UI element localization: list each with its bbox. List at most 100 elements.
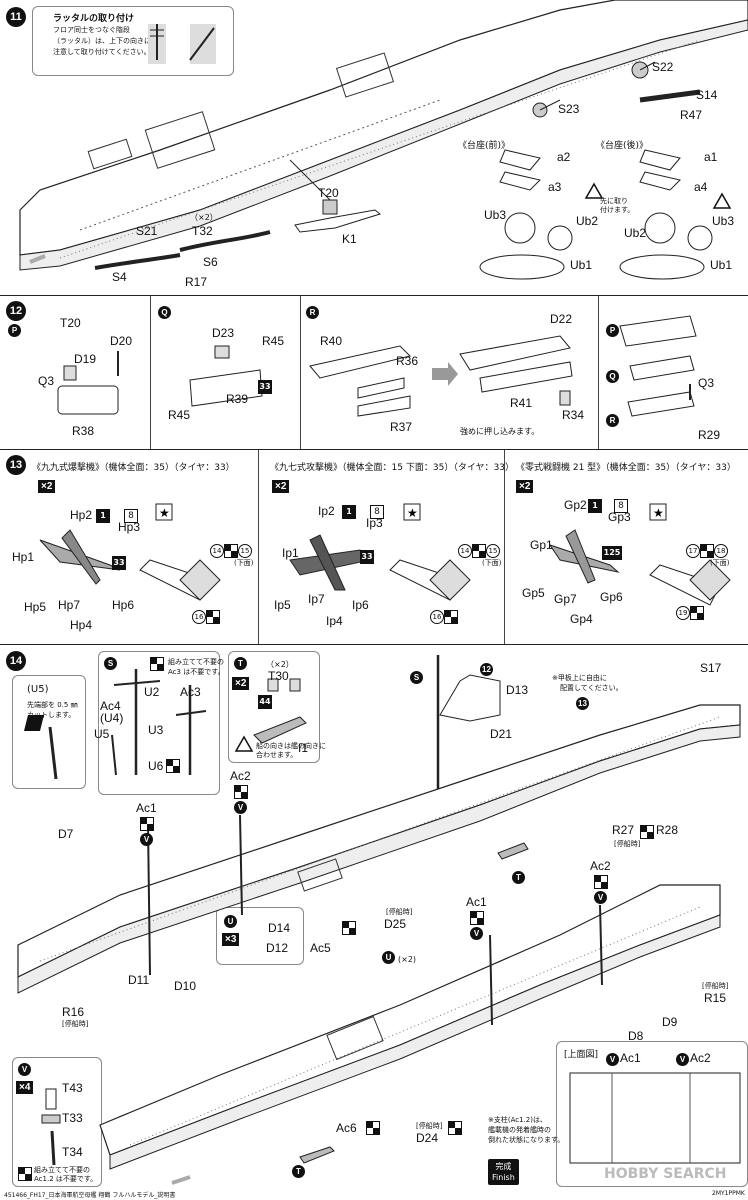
label-gp4: Gp4 bbox=[570, 612, 593, 626]
label-d19: D19 bbox=[74, 352, 97, 366]
deck-note-line1: ※甲板上に自由に bbox=[552, 674, 607, 682]
footer-left: 451466_FH17_日本海軍航空母艦 翔鶴 フルハルモデル_説明書 bbox=[4, 1192, 176, 1199]
label-r17: R17 bbox=[185, 275, 208, 289]
stop-note: [停船時] bbox=[614, 840, 641, 848]
label-ac6: Ac6 bbox=[336, 1121, 357, 1135]
ladder-note-line1: フロア同士をつなぐ階段 bbox=[53, 26, 130, 34]
marker-r: R bbox=[606, 414, 619, 427]
label-r28: R28 bbox=[656, 823, 679, 837]
label-r39: R39 bbox=[226, 392, 249, 406]
subassembly-t-marker: T bbox=[234, 657, 247, 670]
label-d11: D11 bbox=[128, 973, 150, 987]
stop-note: [停船時] bbox=[62, 1020, 89, 1028]
label-ip2: Ip2 bbox=[318, 504, 335, 518]
bow-note-line2: 合わせます。 bbox=[256, 751, 298, 759]
marker-s: S bbox=[410, 671, 423, 684]
label-d8: D8 bbox=[628, 1029, 644, 1043]
label-r41: R41 bbox=[510, 396, 533, 410]
label-d12: D12 bbox=[266, 941, 289, 955]
label-ip7: Ip7 bbox=[308, 592, 325, 606]
top-view-title: [上面図] bbox=[564, 1050, 599, 1060]
marker-v: V bbox=[676, 1053, 689, 1066]
step-number: 11 bbox=[6, 7, 26, 27]
marker-t: T bbox=[512, 871, 525, 884]
label-u4: (U4) bbox=[100, 711, 124, 725]
checker-icon bbox=[448, 1121, 462, 1135]
label-ub3-rear: Ub3 bbox=[712, 214, 735, 228]
label-ac4: Ac4 bbox=[100, 699, 121, 713]
label-d9: D9 bbox=[662, 1015, 678, 1029]
decal-19: 19 bbox=[676, 606, 690, 620]
label-u6: U6 bbox=[148, 759, 164, 773]
paint-33: 33 bbox=[360, 550, 374, 564]
u5-note-box: (U5) 先端部を 0.5 ㎜ カットします。 bbox=[12, 675, 86, 789]
decal-16: 16 bbox=[192, 610, 206, 624]
ladder-note-line2: （ラッタル）は、上下の向きに bbox=[53, 37, 151, 45]
label-t33: T33 bbox=[62, 1111, 83, 1125]
label-q3: Q3 bbox=[38, 374, 55, 388]
label-t43: T43 bbox=[62, 1081, 83, 1095]
checker-icon bbox=[594, 875, 608, 889]
aircraft-a-title: 《九九式爆撃機》（機体全面：35）（タイヤ：33） bbox=[32, 463, 235, 473]
u5-title: (U5) bbox=[27, 684, 49, 695]
divider bbox=[598, 296, 599, 449]
label-ub1: Ub1 bbox=[570, 258, 593, 272]
step-11-drawing bbox=[19, 0, 748, 280]
marker-q: Q bbox=[606, 370, 619, 383]
marker-v: V bbox=[594, 891, 607, 904]
label-a4: a4 bbox=[694, 180, 708, 194]
label-r37: R37 bbox=[390, 420, 413, 434]
deck-note-line2: 配置してください。 bbox=[560, 684, 623, 692]
checker-icon bbox=[18, 1167, 32, 1181]
v-note-line1: 組み立てて不要の bbox=[34, 1166, 90, 1174]
s-note-line2: Ac3 は不要です。 bbox=[168, 668, 225, 676]
label-gp1: Gp1 bbox=[530, 538, 553, 552]
divider bbox=[258, 450, 259, 644]
marker-13: 13 bbox=[576, 697, 589, 710]
label-d14: D14 bbox=[268, 921, 291, 935]
label-t20: T20 bbox=[60, 316, 81, 330]
label-hp2: Hp2 bbox=[70, 508, 93, 522]
label-d24: D24 bbox=[416, 1131, 439, 1145]
top-note-line1: ※支柱(Ac1.2)は、 bbox=[488, 1116, 547, 1124]
step-number: 12 bbox=[6, 301, 26, 321]
marker-12: 12 bbox=[480, 663, 493, 676]
aircraft-c-title: 《零式戦闘機 21 型》（機体全面：35）（タイヤ：33） bbox=[516, 463, 736, 473]
label-ac1c: Ac1 bbox=[620, 1051, 641, 1065]
step-number: 13 bbox=[6, 455, 26, 475]
paint-1: 1 bbox=[342, 505, 356, 519]
label-t32: T32 bbox=[192, 224, 213, 238]
label-d20: D20 bbox=[110, 334, 133, 348]
aircraft-b-title: 《九七式攻撃機》（機体全面：15 下面：35）（タイヤ：33） bbox=[270, 463, 515, 473]
label-a2: a2 bbox=[557, 150, 571, 164]
svg-text:★: ★ bbox=[407, 506, 418, 520]
step-number: 14 bbox=[6, 651, 26, 671]
paint-125: 125 bbox=[602, 546, 622, 560]
label-q3b: Q3 bbox=[698, 376, 715, 390]
footer-right: 2MY1PPMK bbox=[712, 1190, 745, 1197]
label-gp7: Gp7 bbox=[554, 592, 577, 606]
label-hp3: Hp3 bbox=[118, 520, 141, 534]
paint-1: 1 bbox=[588, 499, 602, 513]
stop-note: [停船時] bbox=[386, 908, 413, 916]
label-ip1: Ip1 bbox=[282, 546, 299, 560]
label-ac1: Ac1 bbox=[136, 801, 157, 815]
label-a3: a3 bbox=[548, 180, 562, 194]
qty-u: ×3 bbox=[222, 933, 240, 946]
label-r40: R40 bbox=[320, 334, 343, 348]
label-d22: D22 bbox=[550, 312, 573, 326]
divider bbox=[300, 296, 301, 449]
decal-16: 16 bbox=[430, 610, 444, 624]
checker-icon bbox=[700, 544, 714, 558]
decal-17: 17 bbox=[686, 544, 700, 558]
checker-icon bbox=[150, 657, 164, 671]
checker-icon bbox=[366, 1121, 380, 1135]
marker-v: V bbox=[234, 801, 247, 814]
label-r15: R15 bbox=[704, 991, 727, 1005]
label-r47: R47 bbox=[680, 108, 703, 122]
svg-text:★: ★ bbox=[159, 506, 170, 520]
press-note: 強めに押し込みます。 bbox=[460, 427, 540, 436]
paint-8: 8 bbox=[614, 499, 628, 513]
label-hp6: Hp6 bbox=[112, 598, 135, 612]
label-d13: D13 bbox=[506, 683, 529, 697]
